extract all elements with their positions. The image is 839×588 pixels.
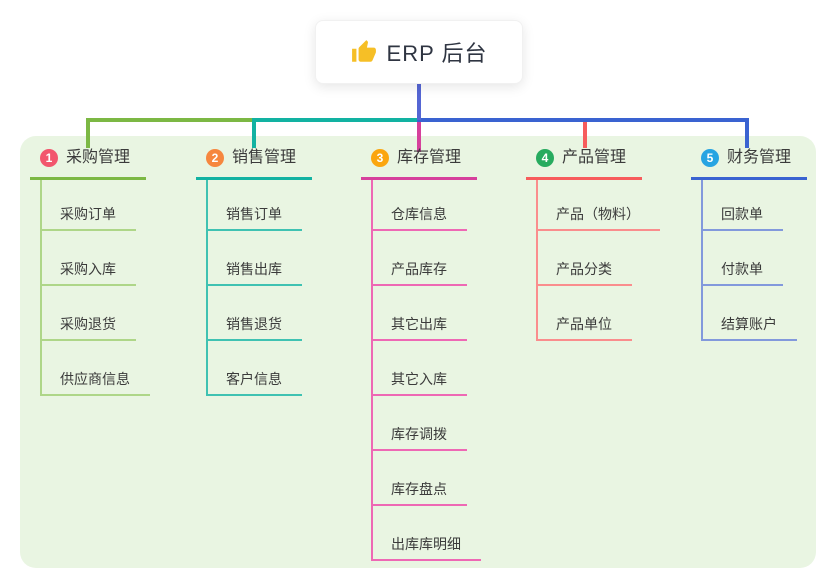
connector-drop-3 [417, 118, 421, 152]
branches-board [20, 136, 816, 568]
node-item-label[interactable]: 采购退货 [42, 314, 136, 341]
connector-drop-2 [252, 118, 256, 148]
node-item: 采购订单 [42, 180, 150, 231]
node-item: 产品分类 [538, 231, 660, 286]
branch-title-label: 库存管理 [397, 149, 462, 166]
connector-bus-green [86, 118, 252, 122]
node-item-label[interactable]: 采购订单 [42, 204, 136, 231]
branch-product: 4 产品管理 产品（物料） 产品分类 产品单位 [526, 147, 660, 341]
branch-title-label: 产品管理 [562, 149, 627, 166]
node-item-label[interactable]: 回款单 [703, 204, 783, 231]
branch-procurement: 1 采购管理 采购订单 采购入库 采购退货 供应商信息 [30, 147, 150, 396]
branch-title-finance[interactable]: 5 财务管理 [691, 147, 807, 180]
node-item: 采购退货 [42, 286, 150, 341]
connector-root-line [417, 84, 421, 120]
branch-title-label: 采购管理 [66, 149, 131, 166]
node-item-label[interactable]: 产品单位 [538, 314, 632, 341]
branch-items-product: 产品（物料） 产品分类 产品单位 [536, 180, 660, 341]
root-node-label: ERP 后台 [386, 41, 488, 66]
node-item-label[interactable]: 供应商信息 [42, 369, 150, 396]
node-item-label[interactable]: 客户信息 [208, 369, 302, 396]
node-item: 产品库存 [373, 231, 481, 286]
branch-number-badge: 4 [536, 149, 554, 167]
branch-items-finance: 回款单 付款单 结算账户 [701, 180, 797, 341]
connector-drop-1 [86, 118, 90, 148]
branch-title-label: 销售管理 [232, 149, 297, 166]
branch-items-procurement: 采购订单 采购入库 采购退货 供应商信息 [40, 180, 150, 396]
node-item-label[interactable]: 销售退货 [208, 314, 302, 341]
node-item: 供应商信息 [42, 341, 150, 396]
node-item: 客户信息 [208, 341, 302, 396]
node-item: 库存盘点 [373, 451, 481, 506]
branch-title-procurement[interactable]: 1 采购管理 [30, 147, 146, 180]
branch-title-label: 财务管理 [727, 149, 792, 166]
node-item: 其它出库 [373, 286, 481, 341]
node-item-label[interactable]: 销售订单 [208, 204, 302, 231]
connector-bus-blue [417, 118, 749, 122]
thumbs-up-icon [351, 40, 376, 62]
branch-number-badge: 1 [40, 149, 58, 167]
branch-number-badge: 3 [371, 149, 389, 167]
branch-finance: 5 财务管理 回款单 付款单 结算账户 [691, 147, 807, 341]
node-item-label[interactable]: 产品库存 [373, 259, 467, 286]
node-item-label[interactable]: 其它出库 [373, 314, 467, 341]
branch-sales: 2 销售管理 销售订单 销售出库 销售退货 客户信息 [196, 147, 312, 396]
node-item: 仓库信息 [373, 180, 481, 231]
node-item-label[interactable]: 结算账户 [703, 314, 797, 341]
node-item: 产品单位 [538, 286, 660, 341]
node-item: 付款单 [703, 231, 797, 286]
node-item: 产品（物料） [538, 180, 660, 231]
branch-items-inventory: 仓库信息 产品库存 其它出库 其它入库 库存调拨 库存盘点 出库库明细 [371, 180, 481, 561]
node-item: 销售出库 [208, 231, 302, 286]
node-item-label[interactable]: 其它入库 [373, 369, 467, 396]
connector-drop-5 [745, 118, 749, 148]
node-item-label[interactable]: 产品分类 [538, 259, 632, 286]
node-item: 库存调拨 [373, 396, 481, 451]
node-item-label[interactable]: 库存盘点 [373, 479, 467, 506]
node-item: 销售退货 [208, 286, 302, 341]
branch-title-product[interactable]: 4 产品管理 [526, 147, 642, 180]
node-item-label[interactable]: 库存调拨 [373, 424, 467, 451]
branch-items-sales: 销售订单 销售出库 销售退货 客户信息 [206, 180, 302, 396]
node-item: 出库库明细 [373, 506, 481, 561]
branch-inventory: 3 库存管理 仓库信息 产品库存 其它出库 其它入库 库存调拨 库存盘点 出库库… [361, 147, 481, 561]
branch-title-sales[interactable]: 2 销售管理 [196, 147, 312, 180]
node-item: 销售订单 [208, 180, 302, 231]
branch-title-inventory[interactable]: 3 库存管理 [361, 147, 477, 180]
node-item-label[interactable]: 付款单 [703, 259, 783, 286]
node-item: 采购入库 [42, 231, 150, 286]
root-node-erp[interactable]: ERP 后台 [315, 20, 523, 84]
node-item-label[interactable]: 采购入库 [42, 259, 136, 286]
connector-drop-4 [583, 118, 587, 148]
node-item: 结算账户 [703, 286, 797, 341]
node-item-label[interactable]: 出库库明细 [373, 534, 481, 561]
node-item: 其它入库 [373, 341, 481, 396]
node-item-label[interactable]: 销售出库 [208, 259, 302, 286]
node-item: 回款单 [703, 180, 797, 231]
node-item-label[interactable]: 仓库信息 [373, 204, 467, 231]
connector-bus-teal [252, 118, 417, 122]
branch-number-badge: 5 [701, 149, 719, 167]
node-item-label[interactable]: 产品（物料） [538, 204, 660, 231]
branch-number-badge: 2 [206, 149, 224, 167]
